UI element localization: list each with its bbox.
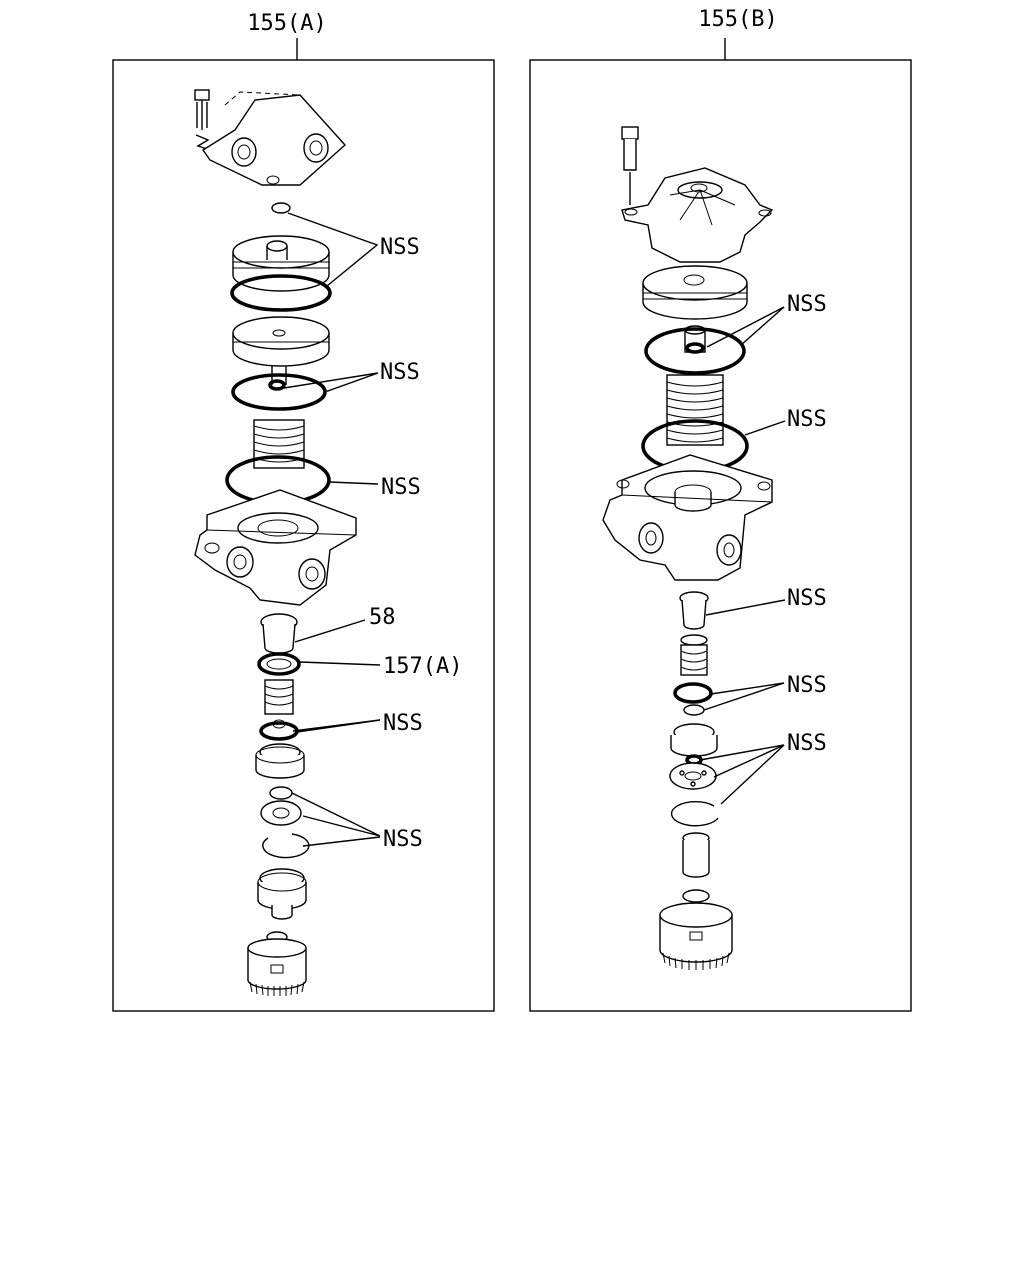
small-ring-a <box>271 202 291 214</box>
o-ring-b-4 <box>683 704 705 716</box>
small-o-ring-b-1 <box>685 342 705 354</box>
label-nss-a-5: NSS <box>383 827 423 852</box>
label-part-157a: 157(A) <box>383 654 462 679</box>
washer-a <box>260 800 302 826</box>
o-ring-a-4 <box>259 721 299 741</box>
label-nss-a-1: NSS <box>380 235 420 260</box>
top-cover-b <box>621 167 774 263</box>
ring-157a <box>257 652 301 676</box>
spring-b-2 <box>680 634 708 676</box>
o-ring-b-3 <box>673 682 713 704</box>
o-ring-a-5 <box>269 786 293 800</box>
snap-ring-a <box>262 833 310 859</box>
leaders-a <box>283 212 381 847</box>
leaders-b <box>699 306 786 805</box>
label-nss-a-4: NSS <box>383 711 423 736</box>
washer-b <box>669 762 717 790</box>
sleeve-b <box>679 591 709 630</box>
top-housing-a <box>194 89 346 186</box>
spring-b-1 <box>666 374 724 446</box>
panel-a-frame <box>112 59 495 1012</box>
panel-b: 155(B) <box>529 7 912 1012</box>
spring-a-2 <box>264 679 294 715</box>
snap-ring-b <box>670 801 719 827</box>
bottom-cap-a <box>247 931 307 996</box>
label-nss-b-5: NSS <box>787 731 827 756</box>
piston-a-1 <box>232 235 330 292</box>
bolt-b <box>621 126 639 205</box>
main-body-a <box>194 489 357 606</box>
main-body-b <box>602 454 773 581</box>
valve-seat-a <box>260 613 298 654</box>
valve-piece-b <box>670 723 718 757</box>
label-nss-a-2: NSS <box>380 360 420 385</box>
label-nss-b-1: NSS <box>787 292 827 317</box>
label-nss-b-2: NSS <box>787 407 827 432</box>
small-o-ring-a-2 <box>268 379 286 391</box>
panel-a-title: 155(A) <box>247 11 326 36</box>
valve-piece-a <box>255 743 305 779</box>
label-nss-a-3: NSS <box>381 475 421 500</box>
spring-a-1 <box>253 419 305 469</box>
label-part-58: 58 <box>369 605 396 630</box>
bottom-cap-b <box>659 889 733 970</box>
o-ring-b-1 <box>644 327 746 375</box>
panel-a: 155(A) <box>112 11 495 1012</box>
lower-plug-a <box>257 868 307 920</box>
label-nss-b-4: NSS <box>787 673 827 698</box>
o-ring-a-1 <box>230 274 332 312</box>
piston-b-1 <box>642 265 748 320</box>
lower-plug-b <box>682 832 710 878</box>
panel-b-frame <box>529 59 912 1012</box>
panel-b-title: 155(B) <box>698 7 777 32</box>
label-nss-b-3: NSS <box>787 586 827 611</box>
piston-a-2 <box>232 316 330 367</box>
